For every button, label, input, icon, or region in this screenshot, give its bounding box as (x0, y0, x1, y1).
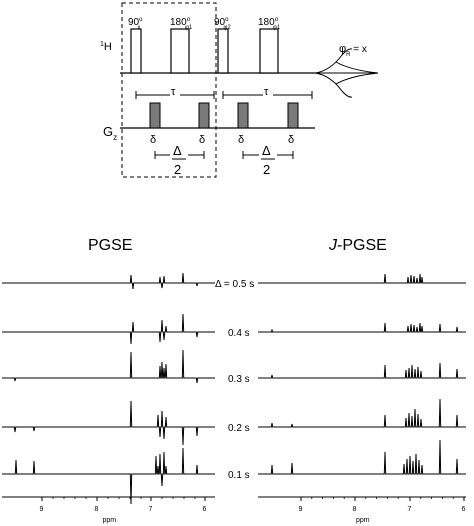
axis-tick-label: 7 (149, 506, 153, 513)
svg-text:τ: τ (264, 86, 269, 98)
channel-label-gz: Gz (103, 124, 117, 142)
rf-pulse-90-phi2 (217, 28, 229, 74)
right-spectra-stack (258, 273, 466, 475)
jpgse-spectrum-row (258, 362, 466, 379)
delay-label: 0.1 s (228, 470, 250, 481)
svg-text:2: 2 (174, 162, 181, 177)
rf-pulse-180-phi1 (170, 28, 190, 74)
left-ppm-axis: 9 8 7 6 ppm (2, 496, 215, 524)
rf-pulse-180-phi1-second (259, 28, 279, 74)
delay-label: 0.4 s (228, 328, 250, 339)
pgse-spectrum-row (2, 272, 215, 290)
delay-labels: Δ = 0.5 s 0.4 s 0.3 s 0.2 s 0.1 s (215, 279, 254, 481)
pgse-spectrum-row (2, 313, 215, 345)
axis-tick-label: 9 (40, 506, 44, 513)
axis-tick-label: 6 (462, 506, 466, 513)
axis-tick-label: 9 (299, 506, 303, 513)
pgse-spectrum-row (2, 349, 215, 384)
svg-text:Δ: Δ (262, 143, 271, 158)
delay-label: 0.2 s (228, 423, 250, 434)
delta-label-4: δ (288, 134, 294, 146)
delta-label-3: δ (238, 134, 244, 146)
left-spectra-stack (2, 272, 215, 505)
svg-text:2: 2 (263, 162, 270, 177)
big-delta-half-marker-1: Δ 2 (154, 143, 205, 179)
right-panel-title: J-PGSE (328, 237, 387, 254)
tau-marker-1: τ (135, 86, 215, 99)
axis-tick-label: 6 (203, 506, 207, 513)
receiver-phase-label: φR = x (339, 43, 367, 58)
delta-label-1: δ (150, 134, 156, 146)
channel-label-1h: 1H (100, 41, 112, 53)
big-delta-half-marker-2: Δ 2 (242, 143, 294, 179)
svg-text:Δ: Δ (173, 143, 182, 158)
axis-tick-label: 7 (408, 506, 412, 513)
jpgse-spectrum-row (258, 398, 466, 428)
delay-label: Δ = 0.5 s (215, 279, 254, 290)
pgse-dashed-box (121, 2, 217, 178)
tau-marker-2: τ (222, 86, 313, 99)
gradient-pulse-3 (237, 102, 249, 129)
jpgse-spectrum-row (258, 439, 466, 475)
right-ppm-axis: 9 8 7 6 ppm (258, 496, 466, 524)
gradient-pulse-2 (198, 102, 210, 129)
axis-tick-label: 8 (95, 506, 99, 513)
svg-text:τ: τ (171, 86, 176, 98)
gradient-pulse-1 (149, 102, 161, 129)
rf-pulse-90x (130, 28, 142, 74)
axis-unit-label: ppm (356, 517, 370, 524)
jpgse-spectrum-row (258, 322, 466, 333)
left-panel-title: PGSE (88, 237, 132, 254)
pgse-spectrum-row (2, 400, 215, 446)
delta-label-2: δ (199, 134, 205, 146)
delay-label: 0.3 s (228, 374, 250, 385)
axis-tick-label: 8 (353, 506, 357, 513)
axis-unit-label: ppm (103, 517, 117, 524)
pgse-spectrum-row (2, 447, 215, 505)
gradient-pulse-4 (287, 102, 299, 129)
jpgse-spectrum-row (258, 273, 466, 284)
fid-signal (314, 48, 379, 98)
